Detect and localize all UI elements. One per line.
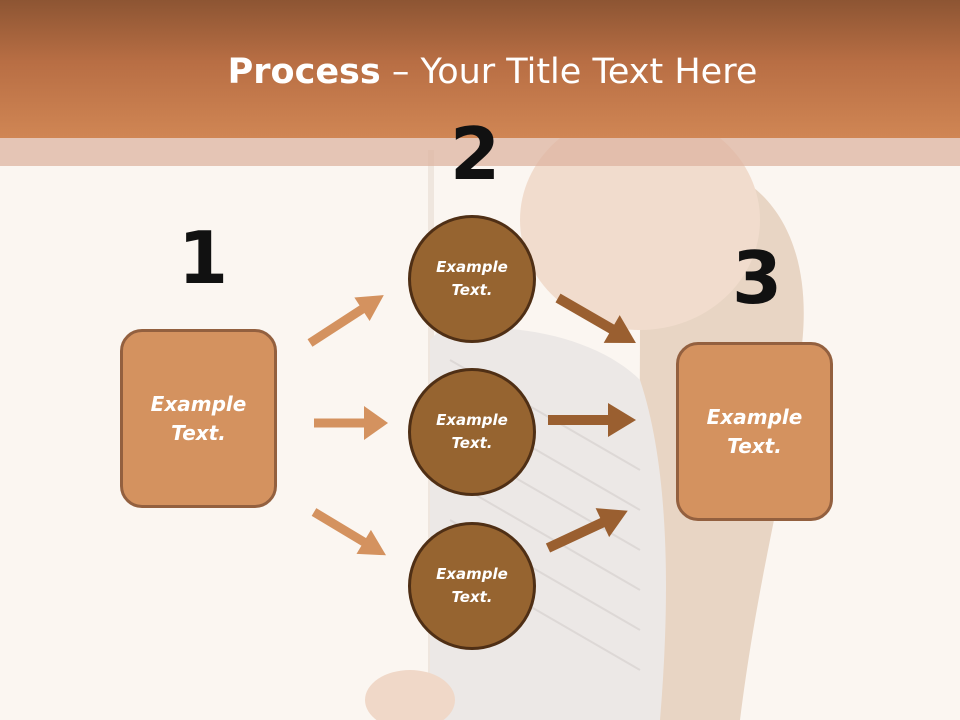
step-circle-bottom-text: Example Text. (436, 565, 508, 606)
title-bar (0, 0, 960, 138)
step-number-1: 1 (178, 216, 229, 300)
title-bar-strip (0, 138, 960, 166)
step-box-3: Example Text. (676, 342, 833, 521)
step-box-3-text: Example Text. (706, 404, 803, 458)
step-circle-top: Example Text. (408, 215, 536, 343)
step-circle-middle-text: Example Text. (436, 411, 508, 452)
step-circle-top-text: Example Text. (436, 258, 508, 299)
step-number-3: 3 (732, 236, 783, 320)
step-circle-bottom: Example Text. (408, 522, 536, 650)
step-box-1-text: Example Text. (150, 391, 247, 445)
step-box-1: Example Text. (120, 329, 277, 508)
title-bold: Process (227, 52, 381, 92)
step-circle-middle: Example Text. (408, 368, 536, 496)
slide-title: Process – Your Title Text Here (0, 52, 960, 92)
title-rest: – Your Title Text Here (380, 52, 758, 92)
step-number-2: 2 (450, 112, 501, 196)
